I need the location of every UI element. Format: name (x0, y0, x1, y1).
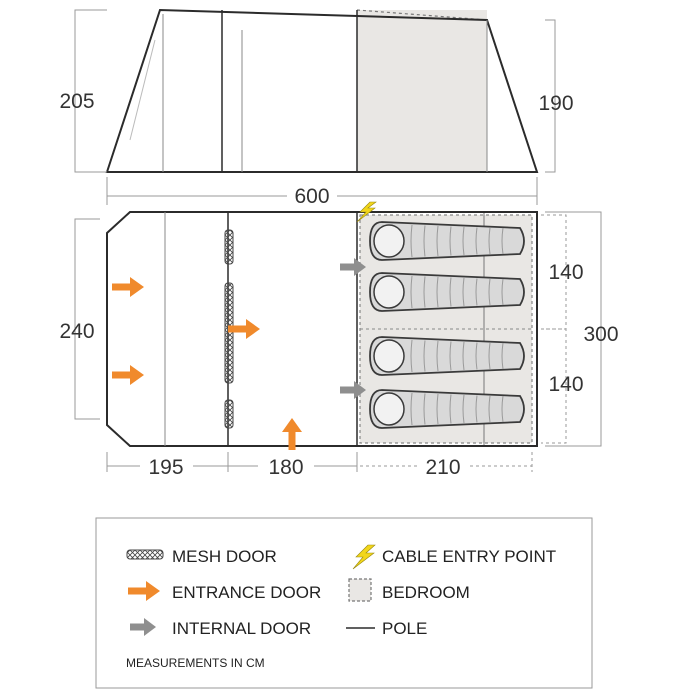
entrance-arrow-icon (112, 365, 144, 385)
floor-plan: 240 140 140 300 195 180 210 (59, 201, 619, 479)
legend-cable-entry: CABLE ENTRY POINT (382, 547, 556, 566)
bedroom-side-panel (357, 10, 487, 173)
legend-box (95, 517, 593, 689)
dashed-square-icon (348, 578, 372, 602)
legend: MESH DOOR ENTRANCE DOOR INTERNAL DOOR CA… (95, 517, 593, 689)
legend-internal-door: INTERNAL DOOR (172, 619, 311, 638)
dim-bedroom-upper: 140 (548, 261, 583, 284)
measurements-note: MEASUREMENTS IN CM (126, 656, 265, 670)
mesh-door (224, 399, 234, 429)
dim-total-length: 600 (294, 185, 329, 208)
dim-side-height-rear: 190 (538, 92, 573, 115)
dim-bedroom-lower: 140 (548, 373, 583, 396)
side-elevation: 205 190 (59, 8, 574, 173)
sleeping-bag-icon (369, 389, 525, 429)
dim-section-living: 180 (268, 456, 303, 479)
entrance-arrow-icon (112, 277, 144, 297)
legend-entrance-door: ENTRANCE DOOR (172, 583, 321, 602)
dim-section-bedroom: 210 (425, 456, 460, 479)
mesh-door (224, 229, 234, 265)
lightning-bolt-icon (356, 201, 377, 223)
mesh-door (224, 282, 234, 384)
legend-mesh-door: MESH DOOR (172, 547, 277, 566)
dim-total-length-group: 600 (106, 177, 538, 208)
legend-pole: POLE (382, 619, 427, 638)
lightning-bolt-icon (352, 544, 376, 570)
sleeping-bag-icon (369, 336, 525, 376)
dim-total-width: 300 (583, 323, 618, 346)
legend-bedroom: BEDROOM (382, 583, 470, 602)
mesh-door-icon (126, 549, 164, 560)
floor-outline (106, 211, 538, 447)
dim-section-porch: 195 (148, 456, 183, 479)
sleeping-bag-icon (369, 272, 525, 312)
sleeping-bag-icon (369, 221, 525, 261)
dim-side-height-front: 205 (59, 90, 94, 113)
dim-front-width: 240 (59, 320, 94, 343)
